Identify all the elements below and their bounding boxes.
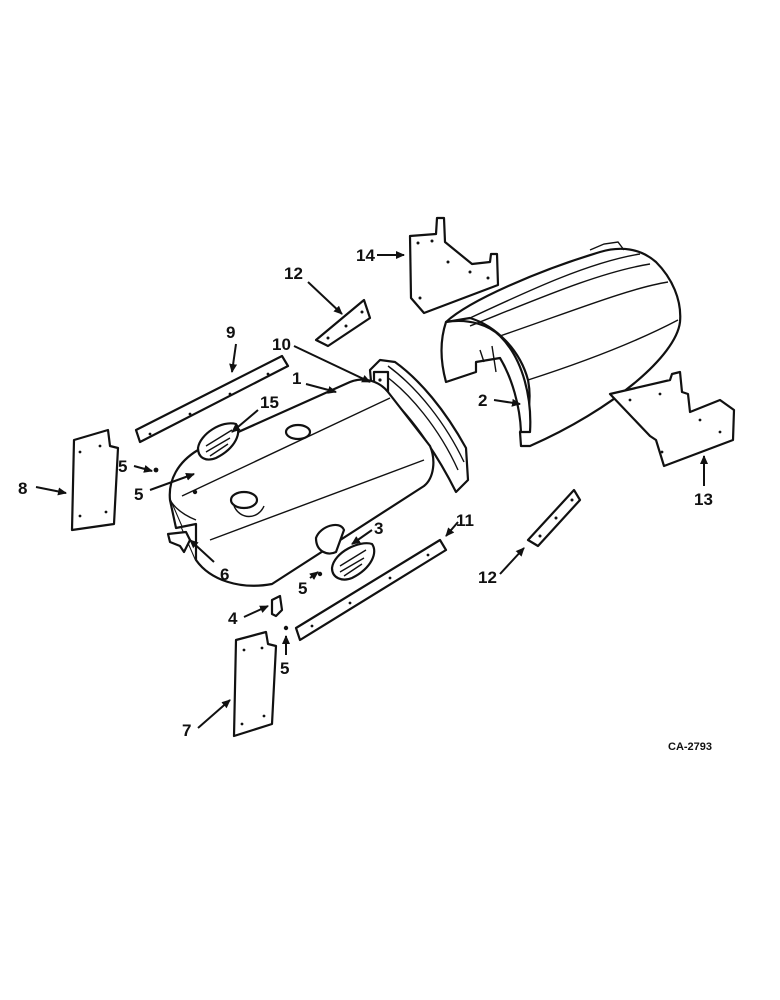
- bracket-plate-part-12-upper: [314, 298, 372, 348]
- drawing-code: CA-2793: [668, 741, 712, 753]
- callout-8: 8: [18, 479, 27, 498]
- callouts: 14 12 9 10 1 2 15 13 5 8 5 6 3 11 5 12 4…: [18, 246, 713, 753]
- callout-4: 4: [228, 609, 238, 628]
- callout-14: 14: [356, 246, 375, 265]
- callout-3: 3: [374, 519, 383, 538]
- callout-2: 2: [478, 391, 487, 410]
- latch-part-6: [166, 530, 192, 554]
- rear-hood-part-2: [440, 241, 682, 448]
- callout-5-b: 5: [134, 485, 143, 504]
- callout-15: 15: [260, 393, 279, 412]
- callout-9: 11: [456, 511, 474, 530]
- trim-strip-part-10: [134, 354, 290, 444]
- side-panel-part-14: [408, 216, 500, 315]
- clip-part-4: [270, 594, 284, 618]
- side-panel-part-8: [70, 428, 120, 532]
- vent-grille-part-15: [196, 422, 240, 461]
- fastener-part-5: [153, 467, 323, 631]
- callout-12-lower: 12: [478, 568, 497, 587]
- callout-5-d: 5: [280, 659, 289, 678]
- callout-12-upper: 12: [284, 264, 303, 283]
- callout-10: 9: [226, 323, 235, 342]
- callout-5-c: 5: [298, 579, 307, 598]
- trim-strip-part-9: [294, 538, 448, 642]
- callout-1: 1: [292, 369, 301, 388]
- vent-grille-part-3: [330, 542, 376, 581]
- callout-13: 13: [694, 490, 713, 509]
- bracket-plate-part-12-lower: [526, 488, 582, 548]
- callout-6: 6: [220, 565, 229, 584]
- leader-lines: [35, 251, 708, 729]
- side-panel-part-13: [608, 370, 736, 468]
- main-hood-part-1: [168, 378, 435, 587]
- callout-11: 10: [272, 335, 291, 354]
- side-panel-part-7: [232, 630, 278, 738]
- callout-7: 7: [182, 721, 191, 740]
- callout-5-a: 5: [118, 457, 127, 476]
